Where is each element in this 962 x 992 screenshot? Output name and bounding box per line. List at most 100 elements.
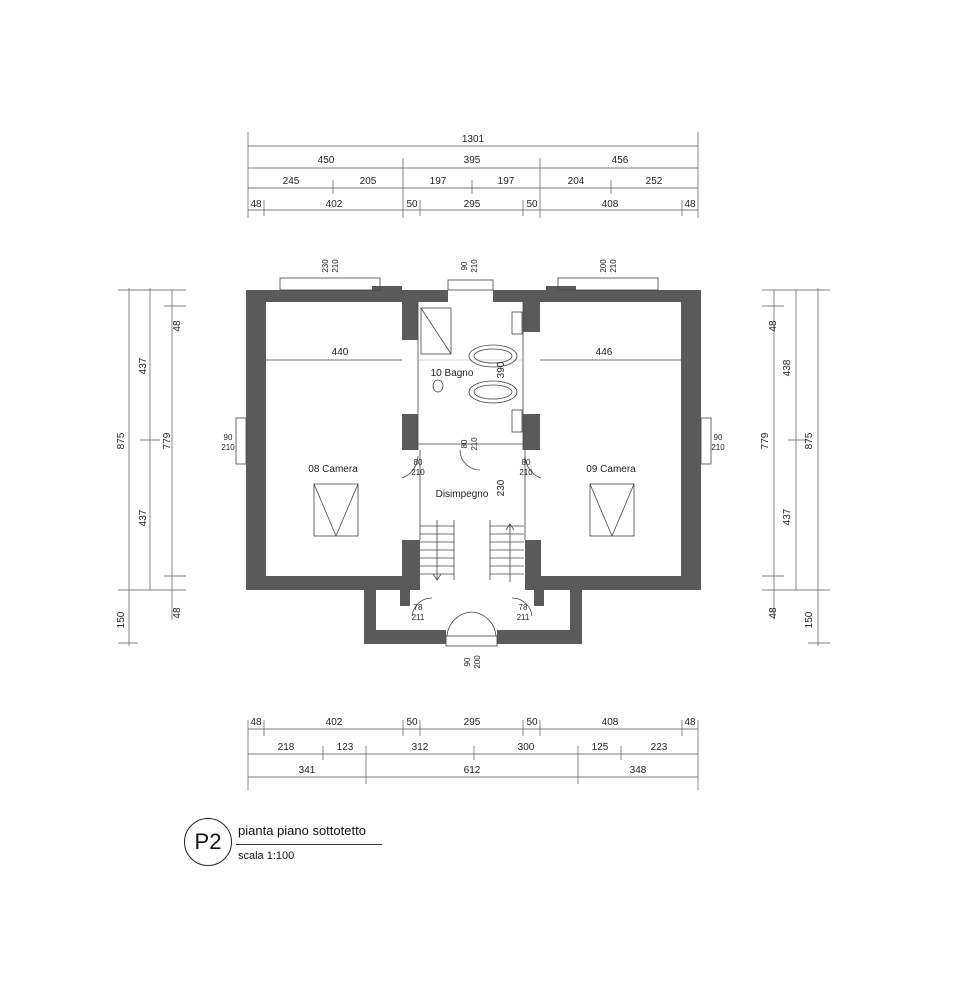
dim-top-r4-1: 402 xyxy=(326,199,343,210)
dim-right-inner-3: 48 xyxy=(768,607,779,619)
dim-bot-r3-1: 612 xyxy=(464,765,481,776)
dim-bot-r3-2: 348 xyxy=(630,765,647,776)
bottom-dimensions: 48 402 50 295 50 408 48 218 123 312 300 … xyxy=(247,717,699,790)
dim-right-outer-0: 875 xyxy=(804,432,815,449)
dim-bot-r1-5: 408 xyxy=(602,717,619,728)
dim-bot-r1-0: 48 xyxy=(250,717,262,728)
dim-bot-r1-2: 50 xyxy=(406,717,418,728)
dim-top-r4-2: 50 xyxy=(406,199,418,210)
drawing-scale: scala 1:100 xyxy=(238,850,295,862)
dim-top-r4-4: 50 xyxy=(526,199,538,210)
lbl-win-tr-w: 200 xyxy=(599,259,608,273)
dim-bot-r2-3: 300 xyxy=(518,742,535,753)
lbl-door-cam9-w: 80 xyxy=(522,458,531,467)
windows xyxy=(235,277,712,647)
dim-right-outer-1: 150 xyxy=(804,611,815,628)
dim-bot-r1-1: 402 xyxy=(326,717,343,728)
right-dimensions: 48 438 437 48 779 875 150 xyxy=(760,288,830,646)
dim-top-r2-2: 456 xyxy=(612,155,629,166)
lbl-win-tl-h: 210 xyxy=(331,259,340,273)
dim-top-r4-6: 48 xyxy=(684,199,696,210)
room-label-bagno: 10 Bagno xyxy=(431,368,474,379)
drawing-badge: P2 xyxy=(184,818,232,866)
dim-right-inner-0: 48 xyxy=(768,320,779,332)
skylight-left xyxy=(313,483,359,537)
door-swings xyxy=(401,449,542,637)
lbl-win-tc-h: 210 xyxy=(470,259,479,273)
lbl-door-cam8-w: 80 xyxy=(414,458,423,467)
opening-labels: 80 210 80 210 78 211 78 211 90 210 90 21… xyxy=(221,433,725,622)
window-top-right xyxy=(557,277,659,291)
dim-top-r4-5: 408 xyxy=(602,199,619,210)
dim-top-r3-2: 197 xyxy=(430,176,447,187)
dim-left-outer-0: 875 xyxy=(116,432,127,449)
dim-bot-r1-3: 295 xyxy=(464,717,481,728)
left-dimensions: 875 150 437 437 48 779 48 xyxy=(116,288,186,646)
title-rule xyxy=(236,844,382,845)
dim-left-mid-1: 437 xyxy=(138,509,149,526)
drawing-title: pianta piano sottotetto xyxy=(238,823,366,838)
dim-right-mid-0: 779 xyxy=(760,432,771,449)
window-right xyxy=(700,417,712,465)
dim-top-r3-1: 205 xyxy=(360,176,377,187)
top-dimensions: 1301 450 395 456 245 205 197 197 204 252… xyxy=(247,132,699,218)
lbl-door-low-right-h: 211 xyxy=(517,613,530,622)
interior-lines xyxy=(266,302,681,540)
dim-bot-r2-0: 218 xyxy=(278,742,295,753)
dim-bagno-height: 390 xyxy=(496,361,507,378)
dim-disimpegno-height: 230 xyxy=(496,479,507,496)
window-left xyxy=(235,417,247,465)
dim-left-mid-0: 437 xyxy=(138,357,149,374)
dim-bot-r3-0: 341 xyxy=(299,765,316,776)
lbl-win-tl-w: 230 xyxy=(321,259,330,273)
skylight-right xyxy=(589,483,635,537)
lbl-window-left-w: 90 xyxy=(224,433,233,442)
title-block: P2 pianta piano sottotetto scala 1:100 xyxy=(184,818,394,874)
lbl-entrance-w: 90 xyxy=(463,657,472,666)
skylights xyxy=(313,483,635,537)
dim-left-inner-2: 48 xyxy=(172,607,183,619)
dim-right-inner-2: 437 xyxy=(782,508,793,525)
dim-top-r3-0: 245 xyxy=(283,176,300,187)
dim-top-r4-3: 295 xyxy=(464,199,481,210)
dim-top-total: 1301 xyxy=(462,134,485,145)
lbl-door-low-right-w: 78 xyxy=(519,603,528,612)
lbl-window-right-h: 210 xyxy=(711,443,725,452)
lbl-win-tr-h: 210 xyxy=(609,259,618,273)
lbl-door-cam9-h: 210 xyxy=(519,468,533,477)
lbl-door-cam8-h: 210 xyxy=(411,468,425,477)
window-entrance xyxy=(445,635,498,647)
dim-room-left-width: 440 xyxy=(332,347,349,358)
dim-top-r3-3: 197 xyxy=(498,176,515,187)
room-label-camera9: 09 Camera xyxy=(586,464,636,475)
stairs xyxy=(420,520,524,582)
opening-labels-vertical: 230 210 90 210 200 210 80 210 90 200 xyxy=(321,259,618,669)
lbl-door-low-left-h: 211 xyxy=(412,613,425,622)
bathroom-fixtures xyxy=(420,307,523,433)
dim-top-r2-0: 450 xyxy=(318,155,335,166)
shower xyxy=(420,307,452,355)
dim-bot-r1-4: 50 xyxy=(526,717,538,728)
dim-top-r2-1: 395 xyxy=(464,155,481,166)
room-label-camera8: 08 Camera xyxy=(308,464,358,475)
dim-bot-r2-5: 223 xyxy=(651,742,668,753)
window-top-left xyxy=(279,277,381,291)
lbl-win-tc-w: 90 xyxy=(460,261,469,270)
dim-top-r4-0: 48 xyxy=(250,199,262,210)
dim-left-inner-0: 48 xyxy=(172,320,183,332)
dim-top-r3-4: 204 xyxy=(568,176,585,187)
dim-room-right-width: 446 xyxy=(596,347,613,358)
lbl-door-bagno-h: 210 xyxy=(470,437,479,451)
lbl-door-bagno-w: 80 xyxy=(460,439,469,448)
lbl-door-low-left-w: 78 xyxy=(414,603,423,612)
lbl-window-right-w: 90 xyxy=(714,433,723,442)
lbl-entrance-h: 200 xyxy=(473,655,482,669)
walls xyxy=(246,286,701,644)
toilet xyxy=(432,379,444,393)
window-top-center xyxy=(447,279,494,291)
dim-bot-r2-1: 123 xyxy=(337,742,354,753)
bathtub xyxy=(468,344,518,368)
dim-bot-r1-6: 48 xyxy=(684,717,696,728)
dim-right-inner-1: 438 xyxy=(782,359,793,376)
